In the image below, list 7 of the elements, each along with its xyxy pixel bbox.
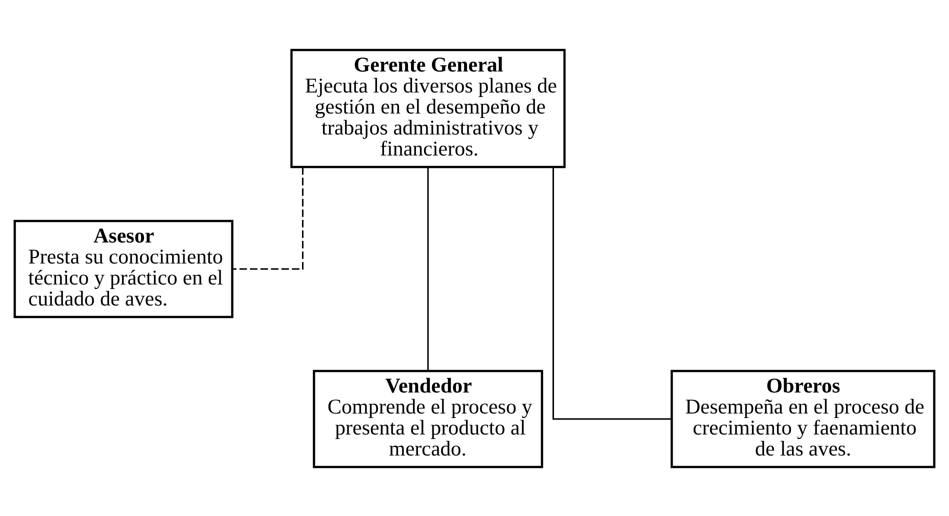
- connector: [232, 166, 304, 270]
- connector: [427, 167, 429, 370]
- node-box: Vendedor Comprende el proceso y presenta el producto al mercado.: [312, 369, 544, 468]
- node-box: Gerente General Ejecuta los diversos planes de gestión en el desempeño de trabajos administrativos y financieros.: [290, 48, 566, 168]
- node-box: Obreros Desempeña en el proceso de crecimiento y faenamiento de las aves.: [670, 369, 936, 468]
- node-box: Asesor Presta su conocimiento técnico y práctico en el cuidado de aves.: [14, 219, 234, 318]
- connector: [552, 167, 672, 420]
